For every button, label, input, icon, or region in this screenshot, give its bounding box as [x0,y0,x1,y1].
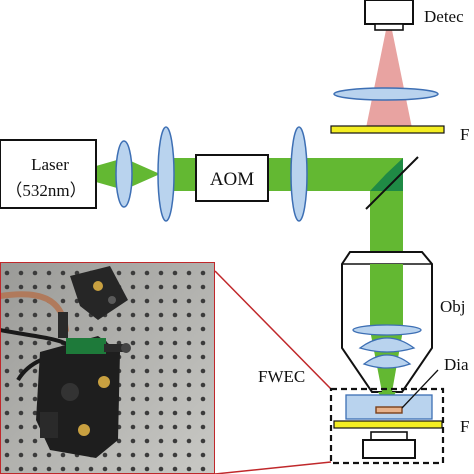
tube-lens [333,87,439,101]
bottom-filter-label: F [460,417,469,436]
lens-1 [115,140,133,208]
laser-label: Laser [31,155,69,174]
objective-lens-2 [358,337,416,353]
dichroic-shadow [370,158,403,191]
callout-line-bottom [214,461,332,474]
beam-lens1-focus [124,158,160,190]
laser-box [0,139,97,209]
laser-wavelength-label: （532nm） [5,181,86,200]
aom-box [195,154,269,202]
bottom-detector-icon [362,431,416,459]
detector-label: Detec [424,7,464,26]
top-filter-label: F [460,125,469,144]
bottom-filter [333,420,443,429]
fluorescence-cone [366,30,412,128]
lens-2 [157,126,175,222]
lens-3 [290,126,308,222]
aom-label: AOM [210,169,254,190]
objective-lens-1 [352,324,422,336]
top-filter [330,125,445,134]
diamond-pointer [401,369,439,409]
diamond-sample [375,406,403,414]
callout-line-top [214,270,332,390]
fwec-dashed-box [329,387,445,465]
fwec-label: FWEC [258,367,305,386]
objective-label: Obj [440,297,466,316]
diamond-label: Dia [444,355,469,374]
dichroic-mirror [365,156,419,210]
objective-lens-3 [362,354,412,369]
fwec-photo [0,262,215,474]
detector-icon [364,0,414,31]
